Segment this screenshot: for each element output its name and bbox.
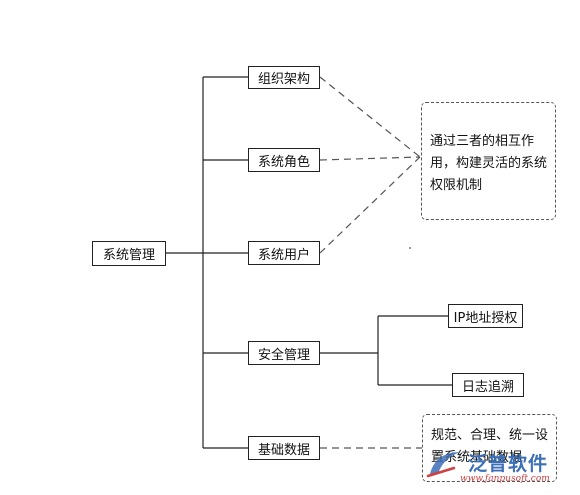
child-node-ip-authorization: IP地址授权 <box>448 304 523 328</box>
module-node-users: 系统用户 <box>248 241 320 265</box>
child-node-label: 日志追溯 <box>461 379 514 395</box>
child-node-log-trace: 日志追溯 <box>452 373 524 397</box>
note-text: 通过三者的相互作用，构建灵活的系统权限机制 <box>430 134 548 193</box>
dashed-link-roles <box>319 156 421 161</box>
child-node-label: IP地址授权 <box>453 310 518 326</box>
module-node-basic-data: 基础数据 <box>248 436 320 460</box>
module-node-organization: 组织架构 <box>248 66 320 89</box>
module-node-label: 系统角色 <box>257 154 310 170</box>
dashed-link-organization <box>319 76 421 158</box>
module-node-label: 系统用户 <box>257 247 310 263</box>
dashed-link-users <box>319 156 421 254</box>
watermark-url: www.fanpusoft.com <box>460 474 550 484</box>
module-node-label: 组织架构 <box>257 72 310 87</box>
stray-dot <box>409 247 411 249</box>
root-node-label: 系统管理 <box>102 248 155 263</box>
module-node-label: 安全管理 <box>257 347 310 363</box>
module-node-label: 基础数据 <box>257 442 310 458</box>
module-node-roles: 系统角色 <box>248 148 320 172</box>
root-node-system-management: 系统管理 <box>92 241 166 266</box>
note-permission-mechanism: 通过三者的相互作用，构建灵活的系统权限机制 <box>421 102 556 220</box>
brand-logo-icon <box>426 452 460 478</box>
watermark-brand: 泛普软件 <box>468 453 549 475</box>
module-node-security: 安全管理 <box>248 341 320 365</box>
watermark: 泛普软件 www.fanpusoft.com <box>418 446 578 492</box>
